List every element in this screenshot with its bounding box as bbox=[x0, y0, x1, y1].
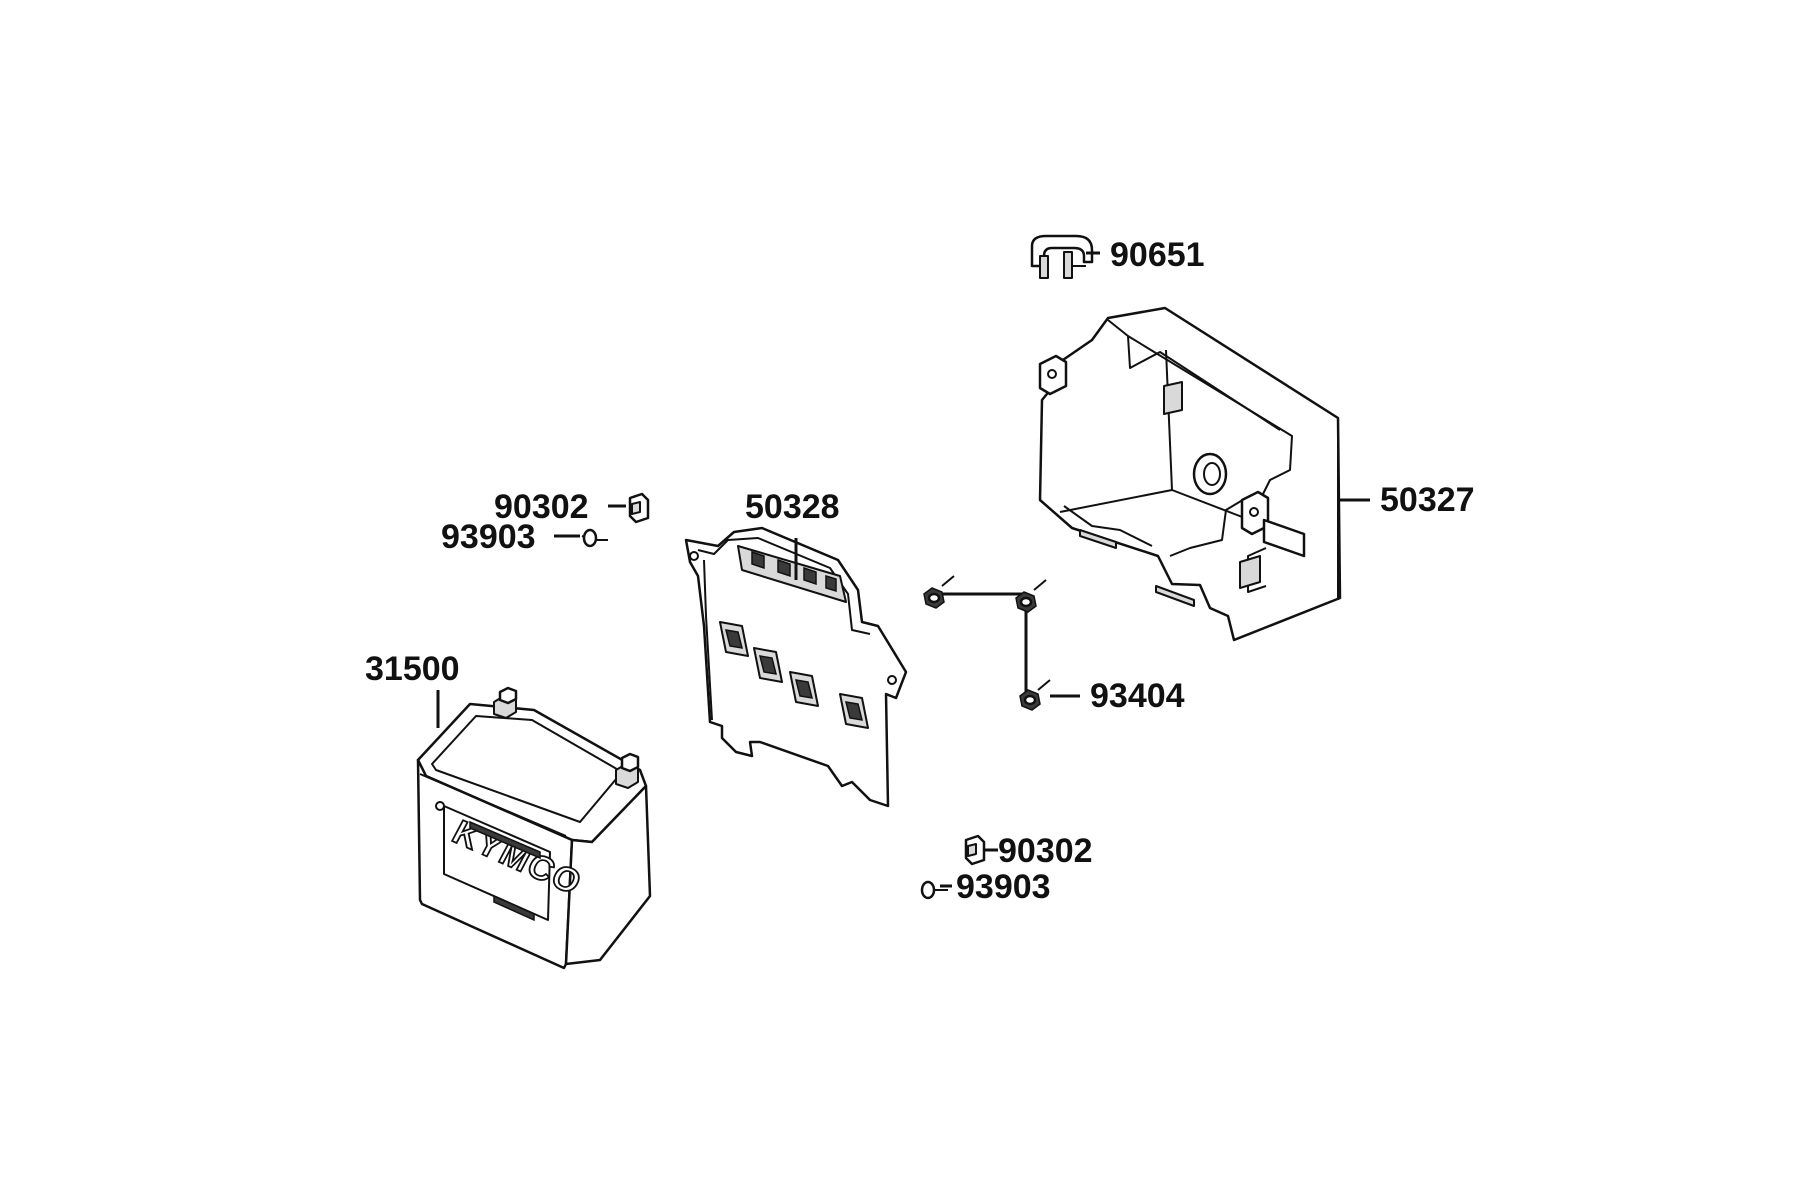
plate-50328 bbox=[684, 526, 908, 808]
label-90302-upper: 90302 bbox=[494, 488, 589, 526]
bolt-set-93404 bbox=[923, 575, 1051, 711]
label-93404: 93404 bbox=[1090, 677, 1185, 715]
nut-lower-90302 bbox=[964, 834, 986, 866]
battery-box-50327 bbox=[1038, 306, 1342, 642]
label-50327: 50327 bbox=[1380, 481, 1475, 519]
label-31500: 31500 bbox=[365, 650, 460, 688]
screw-lower-93903 bbox=[920, 880, 948, 900]
clamp-90651 bbox=[1030, 234, 1100, 279]
label-50328: 50328 bbox=[745, 488, 840, 526]
battery-31500: KYMCO bbox=[416, 686, 652, 970]
screw-upper-93903 bbox=[581, 528, 608, 548]
label-90651: 90651 bbox=[1110, 236, 1205, 274]
label-93903-upper: 93903 bbox=[441, 518, 536, 556]
label-90302-lower: 90302 bbox=[998, 832, 1093, 870]
label-93903-lower: 93903 bbox=[956, 868, 1051, 906]
nut-upper-90302 bbox=[628, 492, 650, 524]
